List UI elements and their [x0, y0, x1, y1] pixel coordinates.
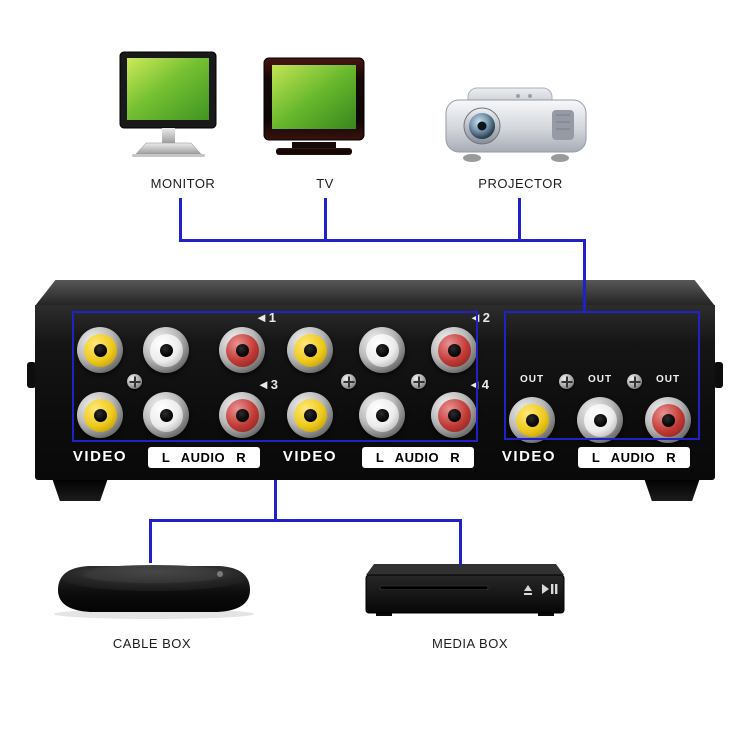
right-foot [644, 478, 700, 501]
wire-cablebox-drop [149, 519, 152, 563]
output-audio-l-jack[interactable] [577, 397, 623, 443]
screw-icon [559, 374, 574, 389]
eject-icon [524, 585, 532, 591]
left-mount-tab [27, 362, 36, 388]
input3-marker: ◄3 [256, 377, 280, 392]
out-label: OUT [655, 374, 681, 385]
play-icon [542, 584, 549, 594]
wire-output-bus [179, 239, 586, 242]
projector-graphic [438, 80, 598, 172]
input4-audio-r-jack[interactable] [431, 392, 477, 438]
input2-audio-r-jack[interactable] [431, 327, 477, 373]
switcher-top-face [35, 280, 715, 306]
monitor-graphic [118, 50, 222, 170]
input1-video-jack[interactable] [77, 327, 123, 373]
cable-box-graphic [48, 554, 260, 620]
audio-label-2: L AUDIO R [362, 447, 474, 468]
projector-label: PROJECTOR [478, 176, 563, 191]
disc-slot [379, 585, 489, 590]
media-box-graphic [356, 558, 574, 618]
screw-icon [341, 374, 356, 389]
wire-tv-drop [324, 198, 327, 242]
input1-audio-l-jack[interactable] [143, 327, 189, 373]
input4-marker: ◄4 [467, 377, 491, 392]
wire-monitor-drop [179, 198, 182, 242]
left-foot [52, 478, 108, 501]
input4-video-jack[interactable] [287, 392, 333, 438]
out-label: OUT [519, 374, 545, 385]
screw-icon [627, 374, 642, 389]
wire-projector-drop [518, 198, 521, 242]
wire-to-outputs [583, 239, 586, 313]
audio-label-3: L AUDIO R [578, 447, 690, 468]
audio-label-1: L AUDIO R [148, 447, 260, 468]
output-section-outline [504, 311, 700, 440]
wire-from-inputs [274, 480, 277, 522]
screw-icon [411, 374, 426, 389]
input2-marker: ◄2 [468, 310, 492, 325]
tv-graphic [262, 56, 368, 161]
wire-input-bus [149, 519, 462, 522]
monitor-label: MONITOR [150, 176, 216, 191]
video-label-1: VIDEO [72, 448, 128, 465]
pause-icon [551, 584, 554, 594]
wire-mediabox-drop [459, 519, 462, 565]
cable-box-label: CABLE BOX [112, 636, 192, 651]
input3-audio-l-jack[interactable] [143, 392, 189, 438]
input3-video-jack[interactable] [77, 392, 123, 438]
video-label-3: VIDEO [501, 448, 557, 465]
input1-audio-r-jack[interactable] [219, 327, 265, 373]
input2-video-jack[interactable] [287, 327, 333, 373]
media-box-label: MEDIA BOX [431, 636, 509, 651]
input3-audio-r-jack[interactable] [219, 392, 265, 438]
input-section-outline [72, 311, 478, 442]
screw-icon [127, 374, 142, 389]
input1-marker: ◄1 [254, 310, 278, 325]
input2-audio-l-jack[interactable] [359, 327, 405, 373]
out-label: OUT [587, 374, 613, 385]
input4-audio-l-jack[interactable] [359, 392, 405, 438]
output-video-jack[interactable] [509, 397, 555, 443]
video-label-2: VIDEO [282, 448, 338, 465]
right-mount-tab [714, 362, 723, 388]
tv-label: TV [316, 176, 334, 191]
output-audio-r-jack[interactable] [645, 397, 691, 443]
